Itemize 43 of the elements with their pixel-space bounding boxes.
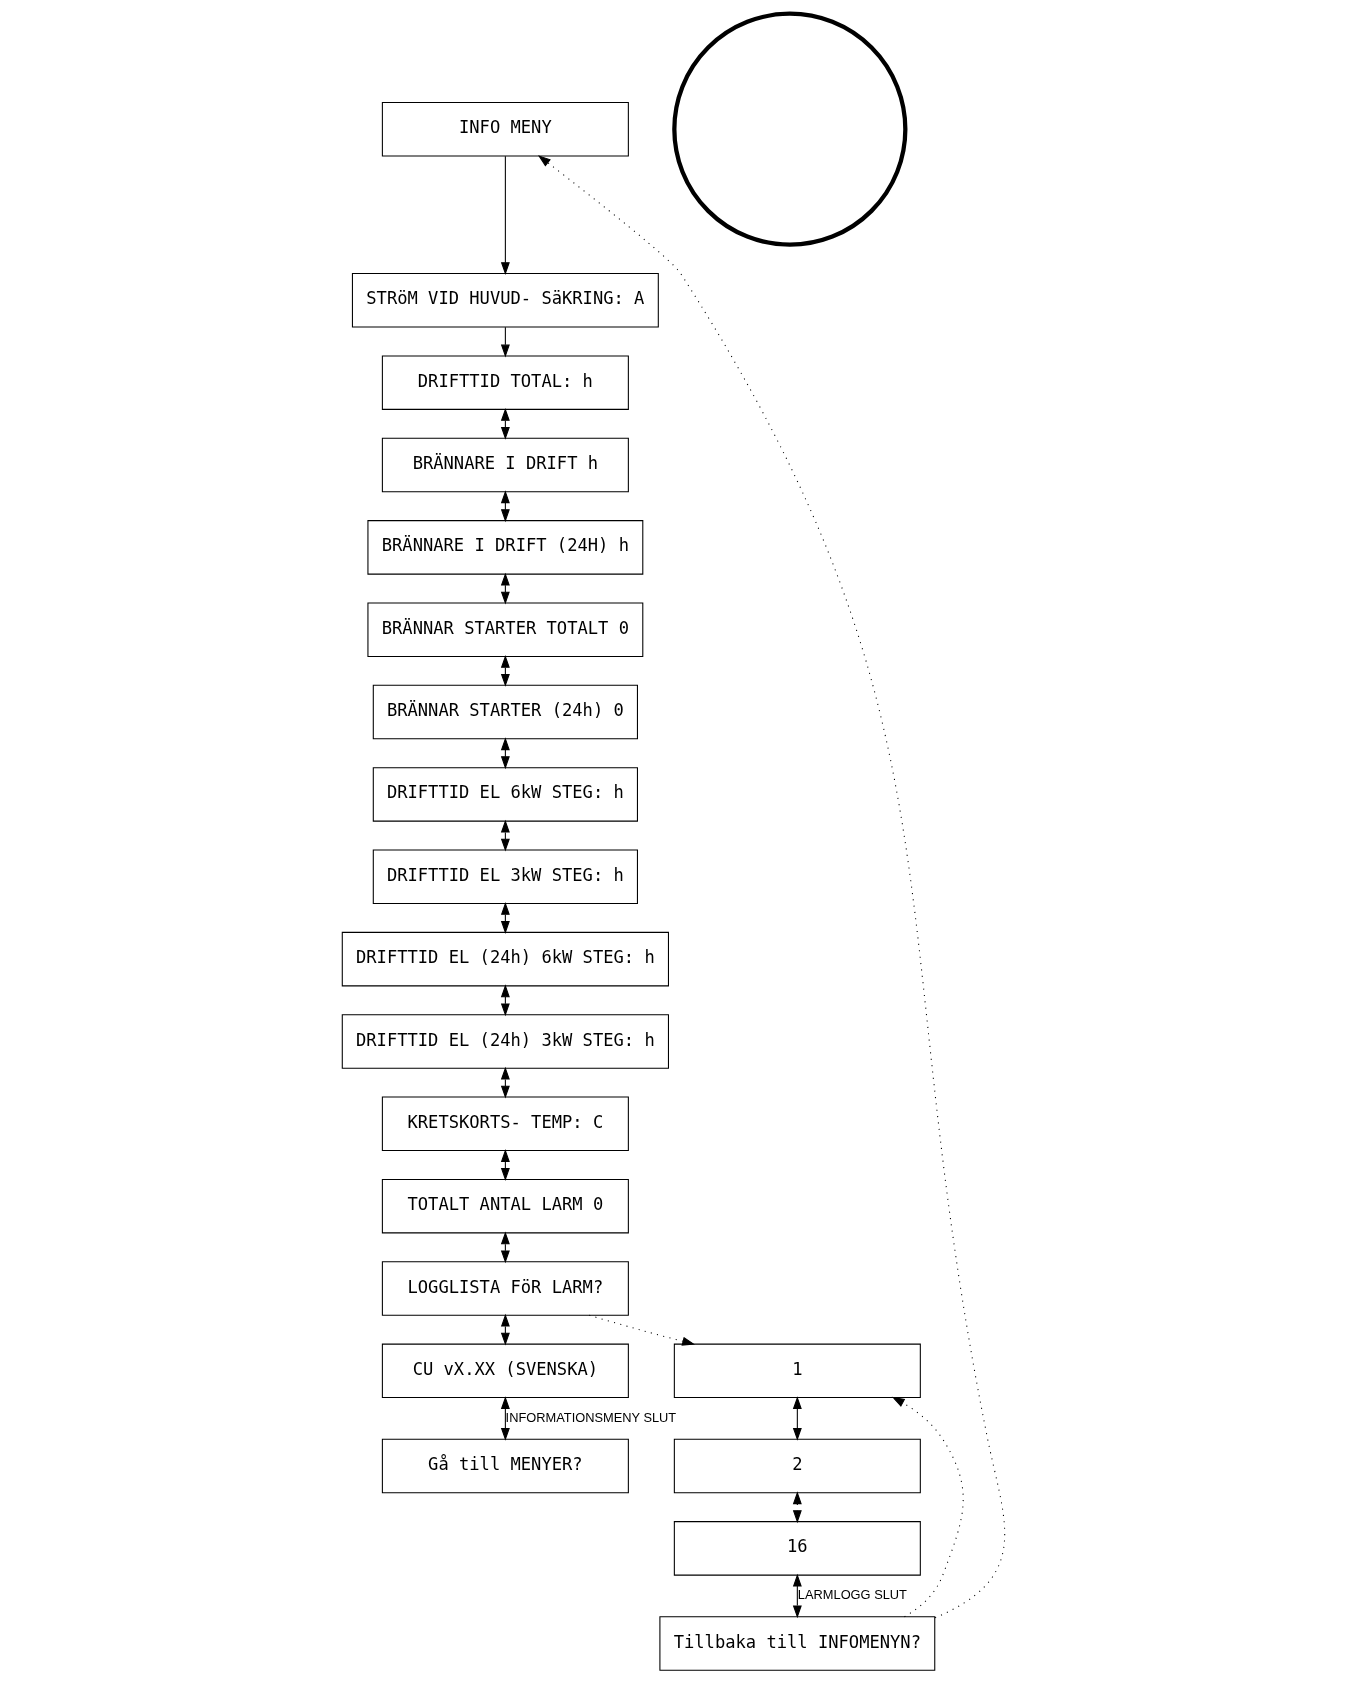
node-box: BRÄNNAR STARTER (24h) 0 xyxy=(372,684,638,739)
node-box: DRIFTTID EL (24h) 3kW STEG: h xyxy=(341,1013,669,1069)
edge-label: INFORMATIONSMENY SLUT xyxy=(505,1409,677,1425)
arrow xyxy=(891,1396,964,1617)
arrow xyxy=(792,1490,802,1523)
arrow xyxy=(500,1395,510,1441)
arrow xyxy=(500,407,510,440)
arrow xyxy=(500,1230,510,1263)
node-circle xyxy=(672,11,908,247)
edge-label: LARMLOGG SLUT xyxy=(797,1586,907,1602)
node-box: DRIFTTID EL 6kW STEG: h xyxy=(372,766,638,822)
arrow xyxy=(500,983,510,1016)
arrow xyxy=(500,155,510,275)
arrow xyxy=(500,489,510,522)
arrow xyxy=(500,1148,510,1181)
node-box: Gå till MENYER? xyxy=(381,1438,629,1493)
node-box: 2 xyxy=(673,1438,921,1493)
arrow xyxy=(792,1395,802,1441)
arrow xyxy=(792,1573,802,1618)
arrow xyxy=(500,901,510,934)
node-box: BRÄNNARE I DRIFT h xyxy=(381,437,629,492)
node-box: BRÄNNAR STARTER TOTALT 0 xyxy=(367,601,644,657)
arrow xyxy=(500,1066,510,1099)
node-box: DRIFTTID TOTAL: h xyxy=(381,354,629,410)
arrow xyxy=(588,1314,695,1346)
node-box: 16 xyxy=(673,1520,921,1576)
arrow xyxy=(537,154,1006,1618)
node-box: INFO MENY xyxy=(381,101,629,156)
node-box: BRÄNNARE I DRIFT (24H) h xyxy=(367,519,644,575)
node-box: 1 xyxy=(673,1343,921,1398)
node-box: LOGGLISTA FöR LARM? xyxy=(381,1260,629,1316)
node-box: TOTALT ANTAL LARM 0 xyxy=(381,1178,629,1233)
arrow xyxy=(500,572,510,604)
arrow xyxy=(500,654,510,687)
node-box: STRöM VID HUVUD- SäKRING: A xyxy=(351,272,659,328)
node-box: CU vX.XX (SVENSKA) xyxy=(381,1343,629,1398)
node-box: Tillbaka till INFOMENYN? xyxy=(659,1615,936,1671)
node-box: KRETSKORTS- TEMP: C xyxy=(381,1096,629,1151)
arrow xyxy=(500,1313,510,1346)
node-box: DRIFTTID EL 3kW STEG: h xyxy=(372,849,638,904)
arrow xyxy=(500,819,510,852)
node-box: DRIFTTID EL (24h) 6kW STEG: h xyxy=(341,931,669,986)
arrow xyxy=(500,736,510,769)
